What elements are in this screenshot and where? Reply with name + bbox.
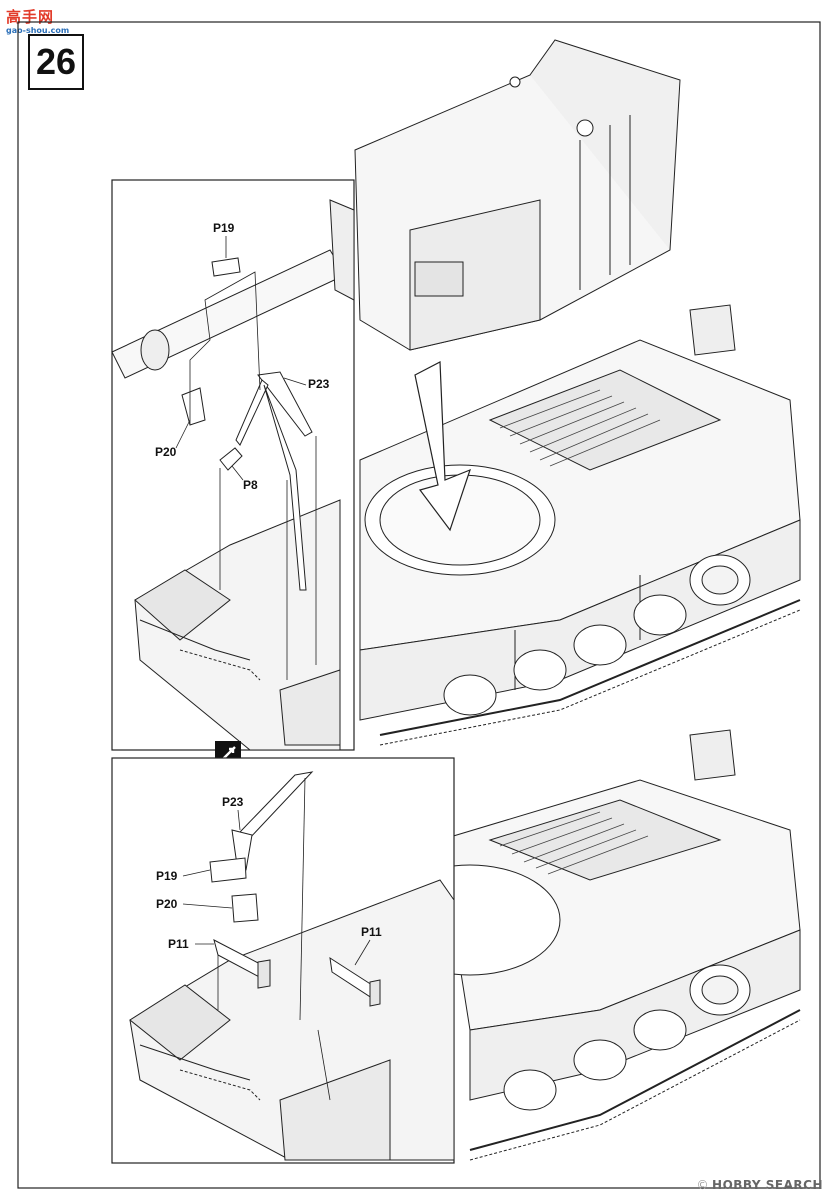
- label-p23-bottom: P23: [222, 795, 244, 809]
- hobby-search-logo: ©HOBBY SEARCH: [697, 1178, 823, 1192]
- label-p19-top: P19: [213, 221, 235, 235]
- label-p20-top: P20: [155, 445, 177, 459]
- page-frame: [17, 21, 821, 1189]
- step-number: 26: [28, 34, 84, 90]
- label-p19-bottom: P19: [156, 869, 178, 883]
- inset-top-guides: [189, 271, 317, 680]
- label-p20-bottom: P20: [156, 897, 178, 911]
- assembly-down-arrow: [414, 361, 471, 532]
- turret-drawing: [354, 39, 681, 351]
- label-p11-left: P11: [168, 937, 189, 951]
- hobby-search-brand: HOBBY SEARCH: [712, 1178, 823, 1192]
- inset-bottom-drawing: [129, 771, 455, 1161]
- inset-bottom-guides: [217, 777, 331, 1101]
- watermark-url: gao-shou.com: [6, 26, 70, 35]
- label-p8: P8: [243, 478, 258, 492]
- copyright-mark: ©: [696, 1178, 710, 1192]
- label-p23-top: P23: [308, 377, 330, 391]
- inset-top-drawing: [111, 199, 355, 751]
- label-p11-right: P11: [361, 925, 382, 939]
- upper-hull-drawing: [359, 304, 801, 746]
